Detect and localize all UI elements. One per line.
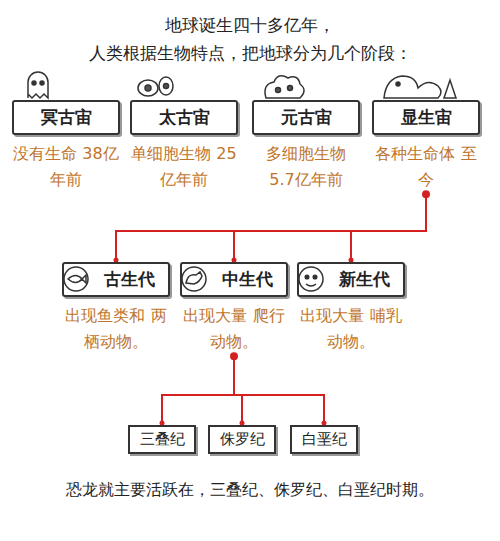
eon-node: 元古宙多细胞生物 5.7亿年前 [252, 100, 360, 192]
title: 地球诞生四十多亿年， [0, 14, 500, 37]
cell-nucleus [276, 88, 281, 93]
era-node: 新生代出现大量 哺乳动物。 [297, 262, 405, 354]
era-sign: 中生代 [180, 262, 288, 297]
ghost-eye [32, 81, 36, 85]
branch-connector [162, 356, 234, 423]
stage-description: 单细胞生物 25亿年前 [130, 141, 238, 192]
ghost-eye [40, 81, 44, 85]
period-name: 白垩纪 [294, 430, 354, 449]
eon-sign: 元古宙 [252, 100, 360, 135]
period-box: 侏罗纪 [208, 425, 276, 454]
eon-icons [28, 72, 456, 98]
eon-sign: 冥古宙 [12, 100, 120, 135]
branch-connector [234, 356, 242, 423]
branch-connector [351, 194, 426, 260]
eon-node: 冥古宙没有生命 38亿年前 [12, 100, 120, 192]
eon-sign: 显生宙 [372, 100, 480, 135]
period-name: 侏罗纪 [212, 430, 272, 449]
creature-icon [384, 76, 441, 98]
cell-icon [138, 80, 158, 96]
period-name: 三叠纪 [132, 430, 192, 449]
ghost-icon [28, 72, 48, 98]
period-box: 三叠纪 [128, 425, 196, 454]
stage-description: 各种生命体 至今 [372, 141, 480, 192]
eon-node: 显生宙各种生命体 至今 [372, 100, 480, 192]
cell-nucleus [145, 85, 151, 91]
title-line: 人类根据生物特点，把地球分为几个阶段： [0, 42, 500, 65]
cell-icon [159, 77, 173, 95]
stage-description: 多细胞生物 5.7亿年前 [252, 141, 360, 192]
creature-eye [396, 82, 400, 86]
branch-connector [234, 194, 426, 260]
era-sign: 新生代 [297, 262, 405, 297]
stage-description: 没有生命 38亿年前 [12, 141, 120, 192]
plant-icon [444, 80, 456, 98]
cell-nucleus [288, 86, 293, 91]
stage-description: 出现大量 哺乳动物。 [297, 303, 405, 354]
caption: 恐龙就主要活跃在，三叠纪、侏罗纪、白垩纪时期。 [0, 480, 500, 501]
era-sign: 古生代 [62, 262, 170, 297]
stage-description: 出现鱼类和 两栖动物。 [62, 303, 170, 354]
era-node: 中生代出现大量 爬行动物。 [180, 262, 288, 354]
stage-description: 出现大量 爬行动物。 [180, 303, 288, 354]
cell-nucleus [164, 84, 169, 89]
branch-connector [116, 194, 426, 260]
eon-node: 太古宙单细胞生物 25亿年前 [130, 100, 238, 192]
era-node: 古生代出现鱼类和 两栖动物。 [62, 262, 170, 354]
eon-sign: 太古宙 [130, 100, 238, 135]
multicell-icon [265, 76, 304, 98]
period-box: 白垩纪 [290, 425, 358, 454]
branch-connector [234, 356, 324, 423]
